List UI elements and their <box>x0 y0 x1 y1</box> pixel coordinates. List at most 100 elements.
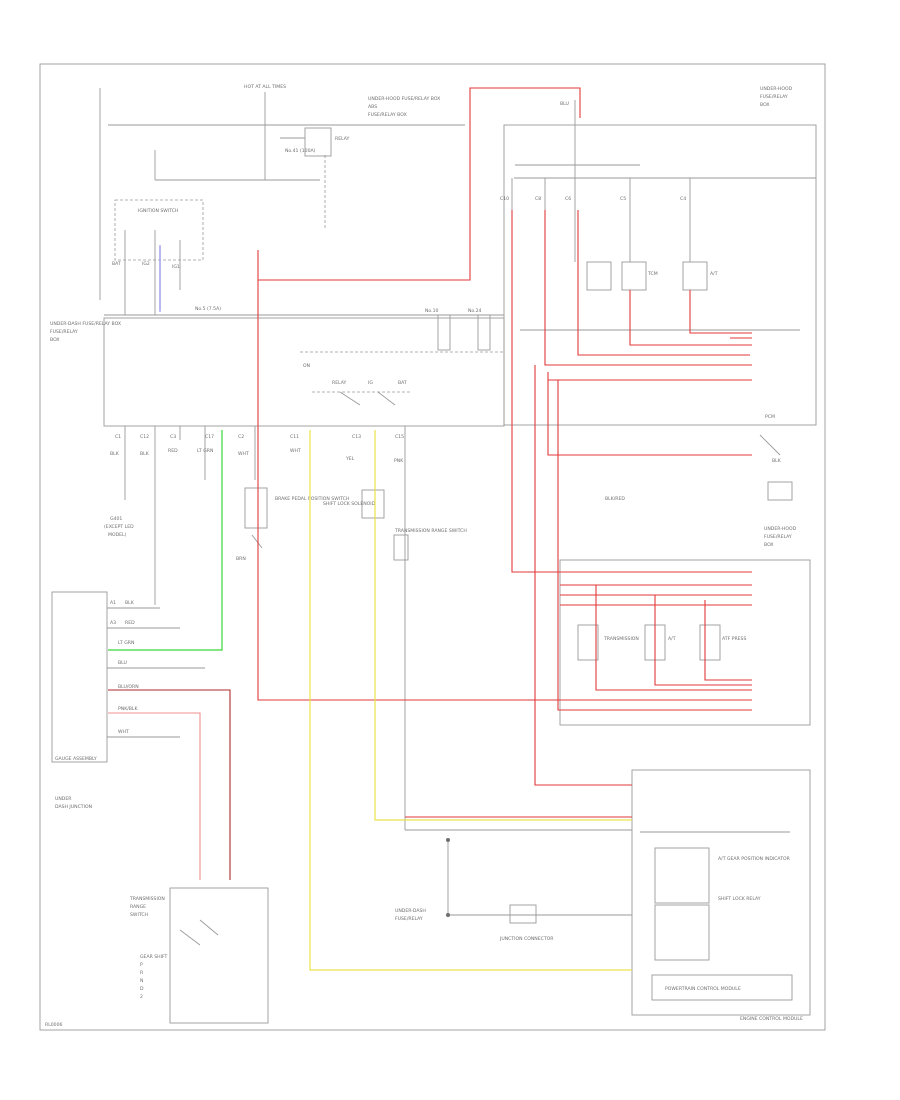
svg-text:FUSE/RELAY: FUSE/RELAY <box>764 534 792 540</box>
svg-text:BLU: BLU <box>118 660 127 666</box>
svg-text:TCM: TCM <box>647 271 658 277</box>
svg-text:GEAR SHIFT: GEAR SHIFT <box>140 954 168 960</box>
svg-text:FUSE/RELAY: FUSE/RELAY <box>760 94 788 100</box>
svg-text:N: N <box>140 978 143 984</box>
svg-text:P: P <box>140 962 143 968</box>
underhood-relay-box-right: UNDER-HOOD FUSE/RELAY BOX BLU C10 C8 C6 … <box>500 86 817 426</box>
svg-text:C10: C10 <box>500 196 509 202</box>
svg-text:LT GRN: LT GRN <box>197 448 213 454</box>
svg-text:No.10: No.10 <box>425 308 439 314</box>
svg-text:WHT: WHT <box>238 451 249 457</box>
svg-text:C5: C5 <box>620 196 626 202</box>
shift-lock-solenoid: SHIFT LOCK SOLENOID TRANSMISSION RANGE S… <box>323 489 467 561</box>
underdash-box-label: UNDER-DASH FUSE/RELAY BOX <box>50 321 121 327</box>
svg-text:No.41 (100A): No.41 (100A) <box>285 148 316 154</box>
svg-text:BLK: BLK <box>110 451 120 457</box>
svg-text:UNDER-DASH: UNDER-DASH <box>395 908 426 914</box>
svg-text:No.5 (7.5A): No.5 (7.5A) <box>195 306 221 312</box>
svg-text:A/T: A/T <box>668 636 676 642</box>
svg-text:BLU: BLU <box>560 101 569 107</box>
gauge-label: GAUGE ASSEMBLY <box>55 756 97 762</box>
tr-switch-label: TRANSMISSION RANGE SWITCH <box>394 528 467 534</box>
svg-text:YEL: YEL <box>345 456 355 462</box>
underdash-fuse-box: UNDER-DASH FUSE/RELAY BOX FUSE/RELAY BOX… <box>50 306 505 427</box>
svg-text:G401: G401 <box>110 516 122 522</box>
svg-text:ABS: ABS <box>368 104 377 110</box>
svg-text:A1: A1 <box>110 600 116 606</box>
svg-text:BOX: BOX <box>760 102 770 108</box>
svg-text:RELAY: RELAY <box>335 136 350 142</box>
svg-text:WHT: WHT <box>118 729 129 735</box>
svg-text:SWITCH: SWITCH <box>130 912 148 918</box>
svg-text:BLK: BLK <box>140 451 150 457</box>
svg-text:D: D <box>140 986 144 992</box>
svg-text:2: 2 <box>140 994 143 1000</box>
brake-switch-label: BRAKE PEDAL POSITION SWITCH <box>275 496 349 502</box>
brake-pedal-switch: BRAKE PEDAL POSITION SWITCH BRN <box>236 487 349 562</box>
svg-text:IG1: IG1 <box>172 264 180 270</box>
svg-text:IG2: IG2 <box>142 261 150 267</box>
svg-text:No.24: No.24 <box>468 308 482 314</box>
svg-text:FUSE/RELAY: FUSE/RELAY <box>395 916 423 922</box>
ignition-switch-label: IGNITION SWITCH <box>138 208 178 214</box>
svg-text:C12: C12 <box>140 434 149 440</box>
svg-text:A3: A3 <box>110 620 116 626</box>
svg-text:WHT: WHT <box>290 448 301 454</box>
svg-text:PNK/BLK: PNK/BLK <box>118 706 138 712</box>
svg-text:C1: C1 <box>115 434 121 440</box>
svg-text:BOX: BOX <box>50 337 60 343</box>
ignition-switch: IGNITION SWITCH BAT IG2 IG1 <box>112 199 204 315</box>
svg-text:MODEL): MODEL) <box>108 532 127 538</box>
shift-lock-relay: PCM BLK BLK/RED <box>605 414 793 502</box>
svg-text:RELAY: RELAY <box>332 380 347 386</box>
tr-sw-label: TRANSMISSION <box>129 896 165 902</box>
hot-label: HOT AT ALL TIMES <box>244 84 286 90</box>
svg-text:C3: C3 <box>170 434 176 440</box>
svg-text:PCM: PCM <box>765 414 775 420</box>
svg-text:BLU/ORN: BLU/ORN <box>118 684 139 690</box>
svg-text:C15: C15 <box>395 434 404 440</box>
svg-text:BLK: BLK <box>125 600 135 606</box>
svg-text:FUSE/RELAY: FUSE/RELAY <box>50 329 78 335</box>
pcm-label: POWERTRAIN CONTROL MODULE <box>665 986 741 992</box>
pcm-module: A/T GEAR POSITION INDICATOR SHIFT LOCK R… <box>631 769 811 1022</box>
svg-text:BLK: BLK <box>772 458 782 464</box>
junction-label: JUNCTION CONNECTOR <box>499 936 554 942</box>
underhood-box-label: UNDER-HOOD FUSE/RELAY BOX <box>368 96 440 102</box>
svg-text:RANGE: RANGE <box>130 904 146 910</box>
svg-text:ON: ON <box>303 363 310 369</box>
gauge-assembly: A1 BLK A3 RED LT GRN BLU BLU/ORN PNK/BLK… <box>51 591 205 810</box>
shift-lock-label: SHIFT LOCK SOLENOID <box>323 501 376 507</box>
svg-text:UNDER-HOOD: UNDER-HOOD <box>764 526 797 532</box>
transmission-range-switch: TRANSMISSION RANGE SWITCH GEAR SHIFT P R… <box>129 887 269 1024</box>
svg-text:C11: C11 <box>290 434 299 440</box>
svg-text:C17: C17 <box>205 434 214 440</box>
svg-text:FUSE/RELAY BOX: FUSE/RELAY BOX <box>368 112 407 118</box>
svg-text:DASH JUNCTION: DASH JUNCTION <box>55 804 92 810</box>
corner-code: RL0006 <box>45 1022 63 1028</box>
svg-text:BAT: BAT <box>112 261 121 267</box>
shift-lock-relay-label: SHIFT LOCK RELAY <box>718 896 761 902</box>
a-t-gear-label: A/T GEAR POSITION INDICATOR <box>718 856 791 862</box>
svg-text:C8: C8 <box>535 196 541 202</box>
svg-text:UNDER: UNDER <box>55 796 72 802</box>
svg-text:C6: C6 <box>565 196 571 202</box>
diagram-frame <box>39 63 826 1031</box>
fuse-box-outputs: C1 C12 C3 C17 C2 C11 C13 C15 BLK BLK RED… <box>104 426 406 830</box>
svg-text:C13: C13 <box>352 434 361 440</box>
svg-text:A/T: A/T <box>710 271 718 277</box>
svg-text:ATF PRESS: ATF PRESS <box>722 636 746 642</box>
underhood-fuse-section: HOT AT ALL TIMES UNDER-HOOD FUSE/RELAY B… <box>99 84 465 300</box>
frame-label: ENGINE CONTROL MODULE <box>740 1016 803 1022</box>
svg-text:TRANSMISSION: TRANSMISSION <box>603 636 639 642</box>
svg-text:BLK/RED: BLK/RED <box>605 496 625 502</box>
svg-text:BOX: BOX <box>764 542 774 548</box>
svg-text:PNK: PNK <box>394 458 404 464</box>
svg-text:LT GRN: LT GRN <box>118 640 134 646</box>
svg-text:BRN: BRN <box>236 556 246 562</box>
svg-text:BAT: BAT <box>398 380 407 386</box>
svg-text:R: R <box>140 970 144 976</box>
svg-text:IG: IG <box>368 380 373 386</box>
svg-text:UNDER-HOOD: UNDER-HOOD <box>760 86 793 92</box>
